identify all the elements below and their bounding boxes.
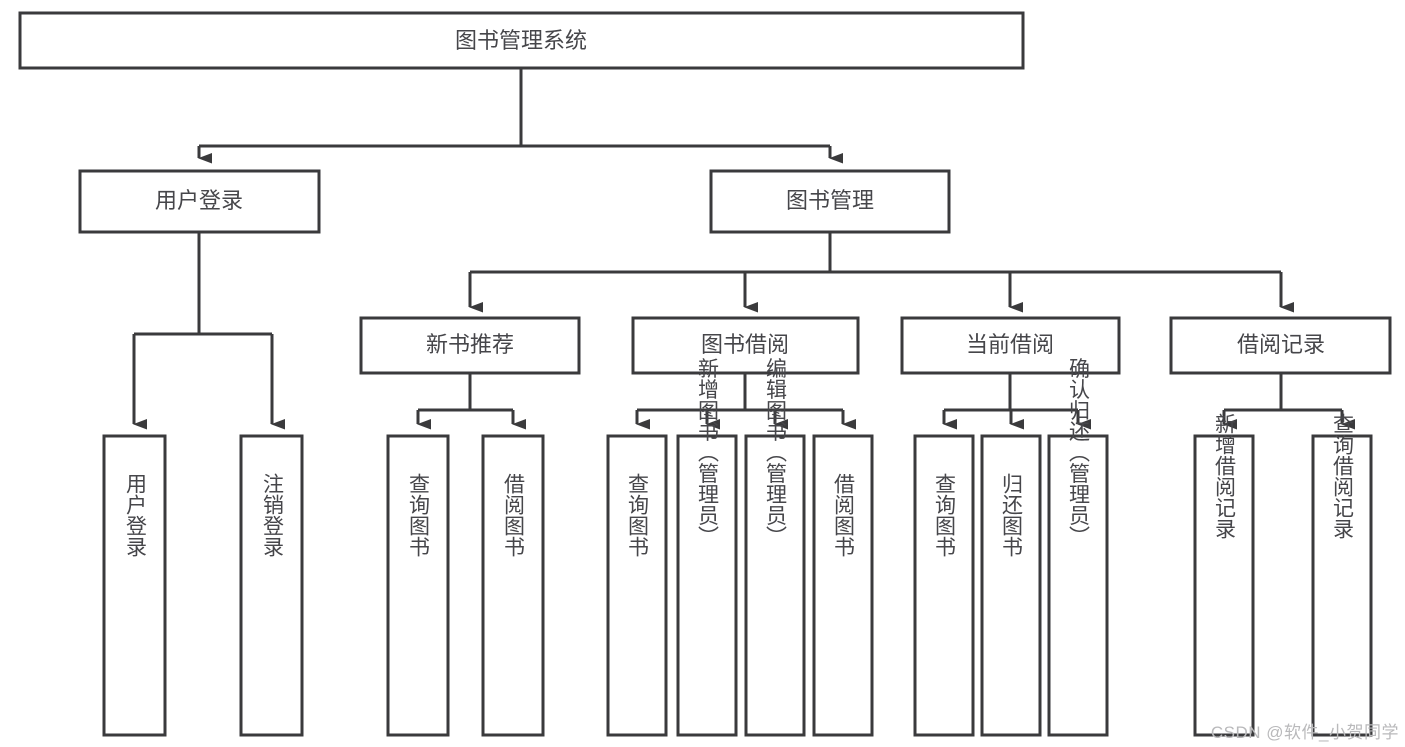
node-user-login-box[interactable] — [78, 169, 321, 234]
node-book-borrow[interactable]: 图书借阅 — [631, 316, 860, 375]
node-current-borrow[interactable]: 当前借阅 — [900, 316, 1121, 375]
leaf-record-query-record-box[interactable] — [1311, 434, 1373, 737]
leaf-current-return-book[interactable]: 归还图书 — [980, 434, 1042, 737]
leaf-newbook-query-book-box[interactable] — [386, 434, 450, 737]
leaf-current-query-book-box[interactable] — [913, 434, 975, 737]
leaf-borrow-edit-book-box[interactable] — [744, 434, 806, 737]
node-book-manage-label: 图书管理 — [786, 188, 874, 213]
leaf-current-query-book-label: 查询图书 — [933, 473, 957, 557]
csdn-watermark: CSDN @软件_小贺同学 — [1210, 723, 1399, 742]
leaf-current-confirm-return[interactable]: 确认归还（管理员） — [1047, 358, 1109, 737]
leaf-newbook-borrow-book[interactable]: 借阅图书 — [481, 434, 545, 737]
leaf-borrow-borrow-book[interactable]: 借阅图书 — [812, 434, 874, 737]
leaf-record-add-record[interactable]: 新增借阅记录 — [1193, 413, 1255, 737]
leaf-record-add-record-label: 新增借阅记录 — [1213, 413, 1237, 539]
leaf-borrow-borrow-book-box[interactable] — [812, 434, 874, 737]
leaf-newbook-query-book-label: 查询图书 — [407, 473, 431, 557]
leaf-current-return-book-box[interactable] — [980, 434, 1042, 737]
leaf-current-confirm-return-box[interactable] — [1047, 434, 1109, 737]
leaf-record-query-record-label: 查询借阅记录 — [1331, 413, 1355, 539]
leaf-logout-label: 注销登录 — [261, 473, 285, 557]
leaf-logout[interactable]: 注销登录 — [239, 434, 304, 737]
leaf-borrow-query-book-box[interactable] — [606, 434, 668, 737]
leaf-current-return-book-label: 归还图书 — [1000, 473, 1024, 557]
node-current-borrow-label: 当前借阅 — [966, 332, 1054, 357]
leaf-borrow-edit-book[interactable]: 编辑图书（管理员） — [744, 358, 806, 737]
node-borrow-record-box[interactable] — [1169, 316, 1392, 375]
leaf-borrow-edit-book-label: 编辑图书（管理员） — [764, 358, 788, 547]
leaf-record-add-record-box[interactable] — [1193, 434, 1255, 737]
node-user-login-label: 用户登录 — [155, 188, 243, 213]
leaf-logout-box[interactable] — [239, 434, 304, 737]
connector-layer — [132, 68, 1355, 430]
node-root-label: 图书管理系统 — [455, 28, 587, 53]
leaf-record-query-record[interactable]: 查询借阅记录 — [1311, 413, 1373, 737]
node-borrow-record[interactable]: 借阅记录 — [1169, 316, 1392, 375]
node-root-box[interactable] — [18, 11, 1025, 70]
leaf-newbook-borrow-book-label: 借阅图书 — [502, 473, 526, 557]
node-new-book-recommend[interactable]: 新书推荐 — [359, 316, 581, 375]
node-user-login[interactable]: 用户登录 — [78, 169, 321, 234]
leaf-borrow-query-book-label: 查询图书 — [626, 473, 650, 557]
leaf-current-confirm-return-label: 确认归还（管理员） — [1067, 358, 1091, 547]
node-book-borrow-label: 图书借阅 — [701, 332, 789, 357]
leaf-borrow-borrow-book-label: 借阅图书 — [832, 473, 856, 557]
node-book-manage[interactable]: 图书管理 — [709, 169, 951, 234]
leaf-borrow-add-book-box[interactable] — [676, 434, 738, 737]
node-root[interactable]: 图书管理系统 — [18, 11, 1025, 70]
leaf-borrow-add-book[interactable]: 新增图书（管理员） — [676, 358, 738, 737]
leaf-user-login-box[interactable] — [102, 434, 167, 737]
node-new-book-recommend-box[interactable] — [359, 316, 581, 375]
leaf-current-query-book[interactable]: 查询图书 — [913, 434, 975, 737]
leaf-user-login-label: 用户登录 — [124, 473, 148, 557]
leaf-newbook-borrow-book-box[interactable] — [481, 434, 545, 737]
node-current-borrow-box[interactable] — [900, 316, 1121, 375]
node-book-borrow-box[interactable] — [631, 316, 860, 375]
node-borrow-record-label: 借阅记录 — [1237, 332, 1325, 357]
leaf-newbook-query-book[interactable]: 查询图书 — [386, 434, 450, 737]
node-new-book-recommend-label: 新书推荐 — [426, 332, 514, 357]
leaf-user-login[interactable]: 用户登录 — [102, 434, 167, 737]
leaf-borrow-add-book-label: 新增图书（管理员） — [696, 358, 720, 547]
node-book-manage-box[interactable] — [709, 169, 951, 234]
leaf-borrow-query-book[interactable]: 查询图书 — [606, 434, 668, 737]
